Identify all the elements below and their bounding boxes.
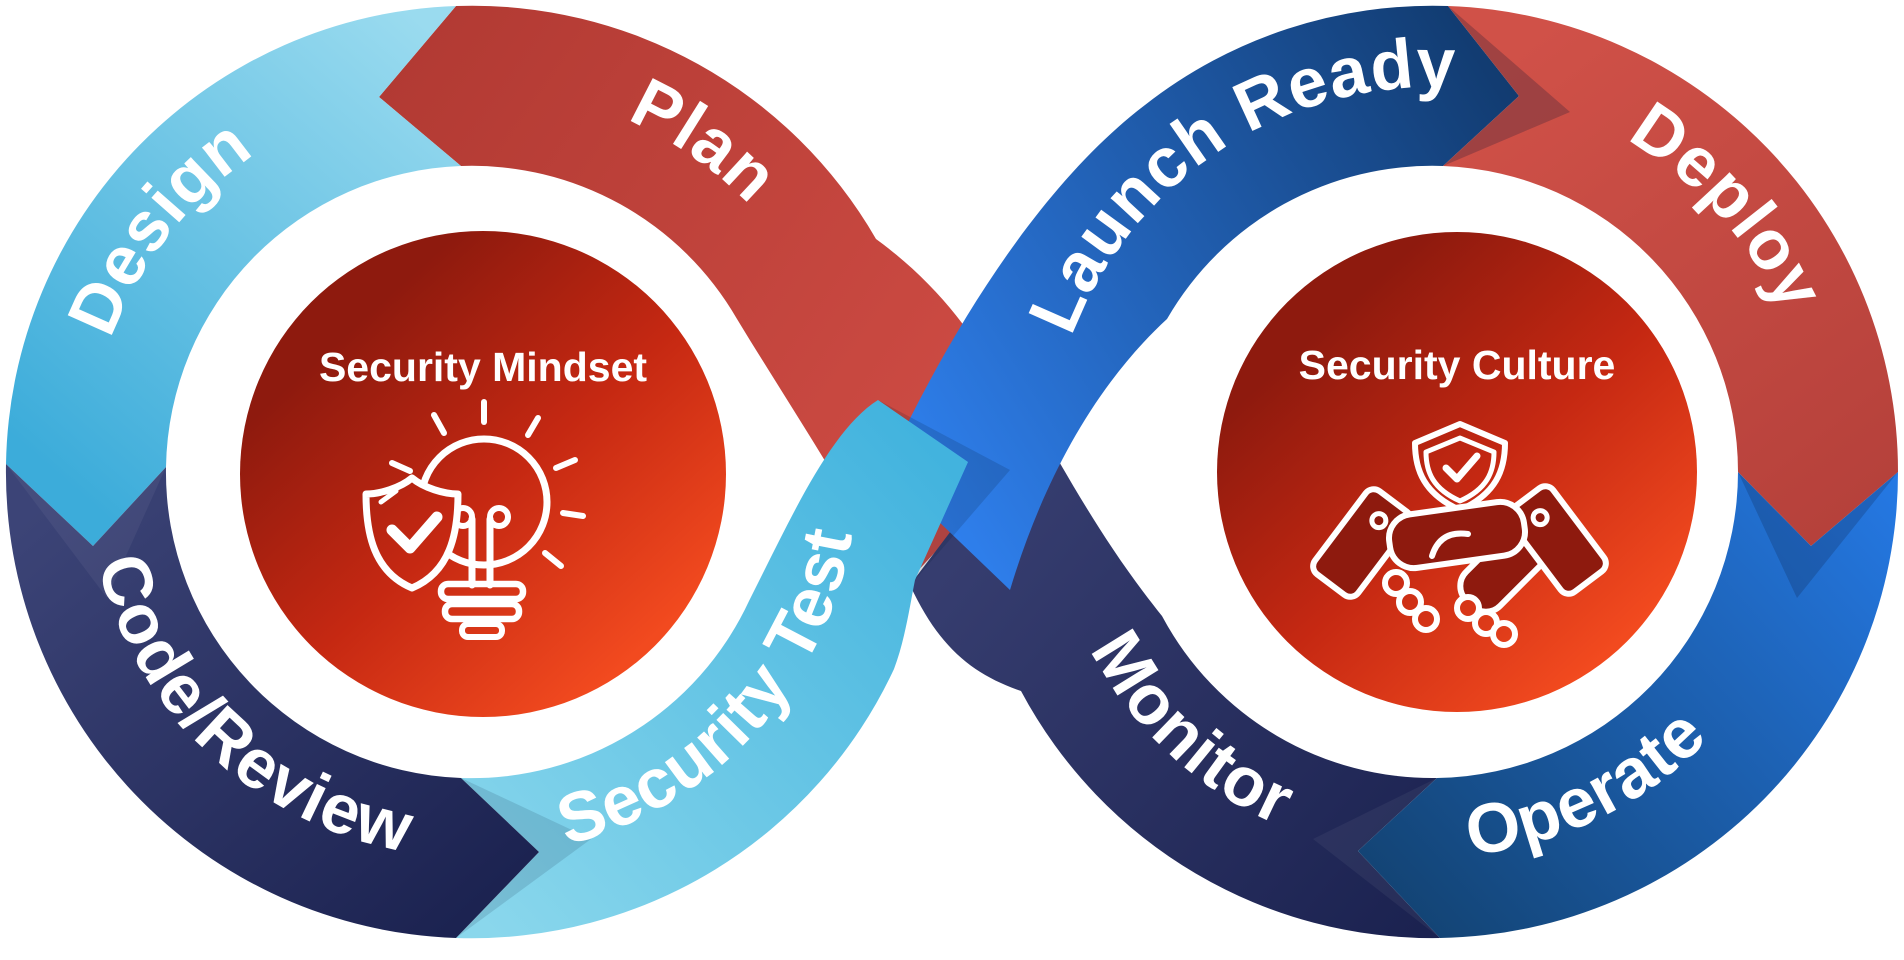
chevron-shadow	[1313, 778, 1440, 938]
handshake-shield-check-icon	[1310, 421, 1609, 648]
segment-deploy	[1443, 6, 1899, 546]
handshake-icon	[1310, 483, 1609, 648]
shield-check-icon	[362, 474, 462, 592]
lightbulb-shield-check-icon	[362, 399, 586, 640]
chevron-shadow	[456, 778, 591, 938]
chevron-shadow-crossing	[878, 400, 1010, 580]
segment-launch-ready	[885, 5, 1519, 591]
segment-security-test	[456, 400, 968, 939]
center-label-right: Security Culture	[1299, 342, 1616, 388]
segment-operate	[1358, 472, 1899, 938]
chevron-shadow	[6, 464, 166, 598]
center-label-left: Security Mindset	[319, 344, 647, 390]
segment-code-review	[5, 464, 539, 938]
segment-design	[6, 6, 461, 546]
chevron-shadow	[1443, 6, 1570, 166]
segment-monitor	[910, 420, 1440, 939]
lightbulb-icon	[389, 399, 586, 640]
security-mindset-circle	[240, 231, 726, 717]
chevron-shadow	[1738, 472, 1898, 598]
